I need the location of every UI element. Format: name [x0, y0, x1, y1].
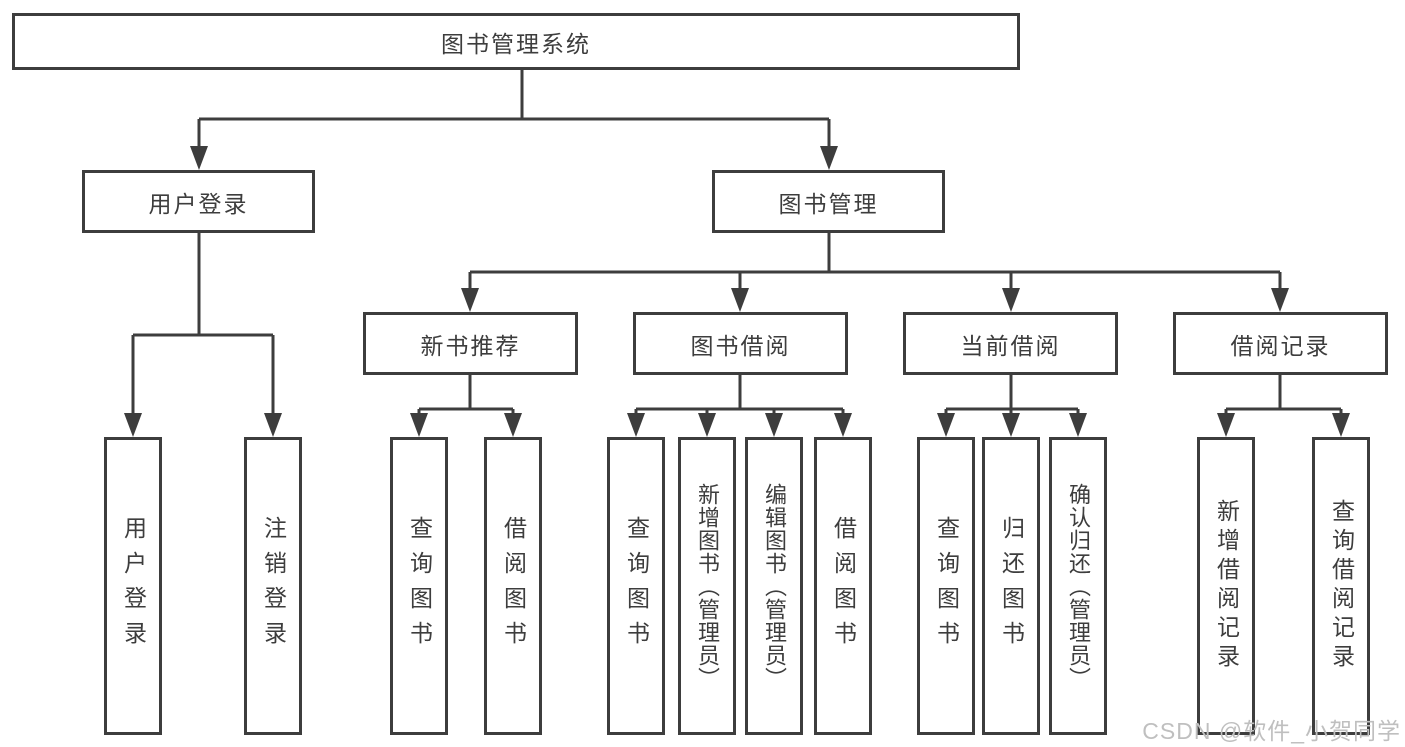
- node-borrowing-records: 借阅记录: [1173, 312, 1388, 375]
- node-label: 查询图书: [933, 516, 960, 656]
- node-label: 注销登录: [260, 516, 287, 656]
- leaf-query-borrow-record: 查询借阅记录: [1312, 437, 1370, 735]
- leaf-query-books-current: 查询图书: [917, 437, 975, 735]
- leaf-edit-books-admin: 编辑图书（管理员）: [745, 437, 803, 735]
- node-label: 图书管理: [778, 190, 879, 217]
- node-label: 编辑图书（管理员）: [762, 482, 787, 690]
- node-label: 图书管理系统: [441, 30, 591, 57]
- node-label: 确认归还（管理员）: [1066, 482, 1091, 690]
- node-current-borrowing: 当前借阅: [903, 312, 1118, 375]
- node-label: 用户登录: [148, 190, 249, 217]
- node-label: 归还图书: [998, 516, 1025, 656]
- node-label: 用户登录: [120, 516, 147, 656]
- node-label: 新书推荐: [420, 332, 521, 359]
- node-label: 借阅记录: [1230, 332, 1331, 359]
- leaf-borrow-books-borrowing: 借阅图书: [814, 437, 872, 735]
- node-library-management-system: 图书管理系统: [12, 13, 1020, 70]
- watermark: CSDN @软件_小贺同学: [1142, 718, 1401, 744]
- node-label: 借阅图书: [830, 516, 857, 656]
- leaf-return-books: 归还图书: [982, 437, 1040, 735]
- leaf-user-login: 用户登录: [104, 437, 162, 735]
- node-book-borrowing: 图书借阅: [633, 312, 848, 375]
- node-user-login: 用户登录: [82, 170, 315, 233]
- leaf-query-books-borrowing: 查询图书: [607, 437, 665, 735]
- node-label: 当前借阅: [960, 332, 1061, 359]
- node-label: 借阅图书: [500, 516, 527, 656]
- node-label: 查询借阅记录: [1328, 499, 1355, 673]
- node-label: 图书借阅: [690, 332, 791, 359]
- leaf-add-books-admin: 新增图书（管理员）: [678, 437, 736, 735]
- node-label: 查询图书: [623, 516, 650, 656]
- node-label: 查询图书: [406, 516, 433, 656]
- leaf-query-books-recommend: 查询图书: [390, 437, 448, 735]
- node-new-book-recommend: 新书推荐: [363, 312, 578, 375]
- node-label: 新增借阅记录: [1213, 499, 1240, 673]
- leaf-borrow-books-recommend: 借阅图书: [484, 437, 542, 735]
- leaf-confirm-return-admin: 确认归还（管理员）: [1049, 437, 1107, 735]
- leaf-logout: 注销登录: [244, 437, 302, 735]
- leaf-add-borrow-record: 新增借阅记录: [1197, 437, 1255, 735]
- node-book-management: 图书管理: [712, 170, 945, 233]
- node-label: 新增图书（管理员）: [695, 482, 720, 690]
